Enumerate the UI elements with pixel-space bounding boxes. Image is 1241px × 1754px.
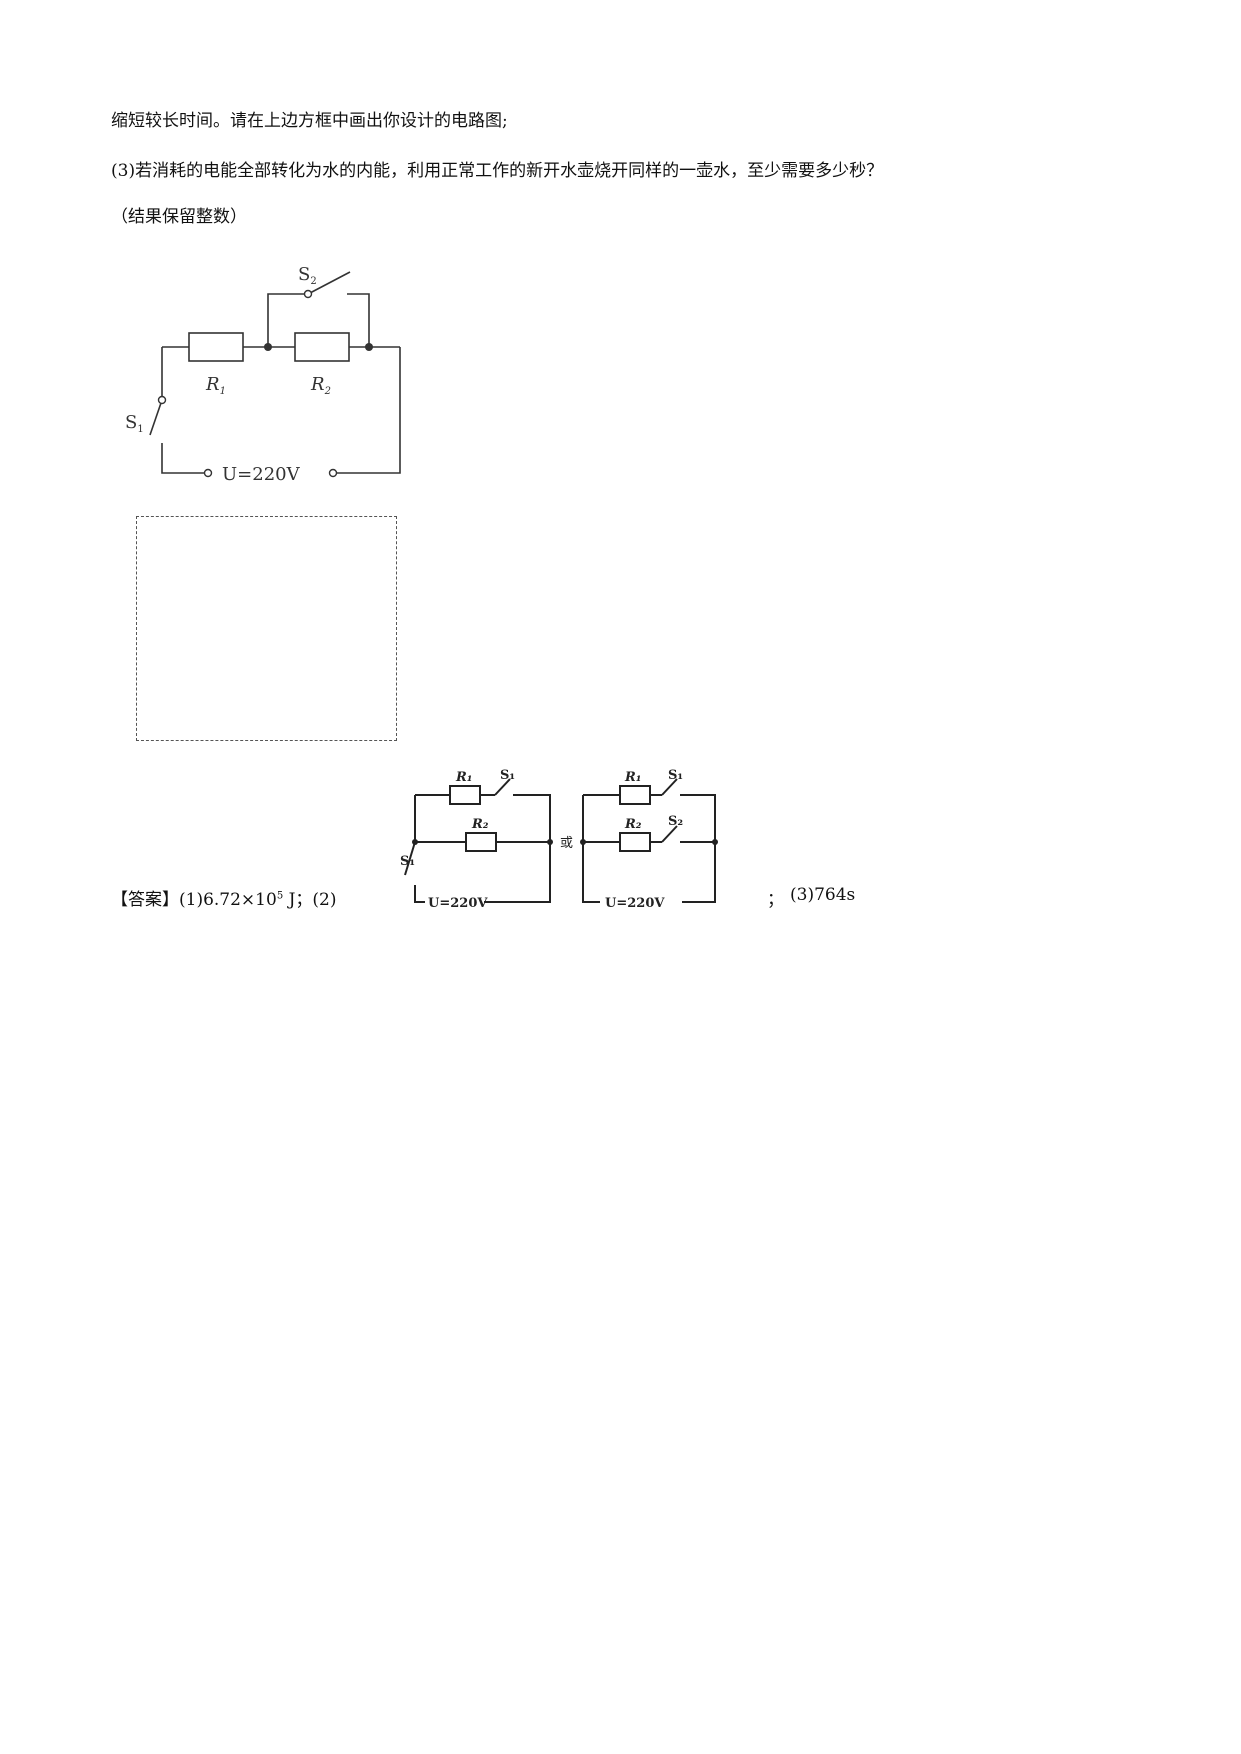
svg-text:或: 或 bbox=[560, 836, 573, 851]
svg-text:S₁: S₁ bbox=[668, 768, 683, 783]
drawing-box[interactable] bbox=[136, 516, 397, 741]
question-line-3: （结果保留整数） bbox=[111, 207, 247, 227]
circuit-diagram: S2 R1 R2 S1 U=220V bbox=[125, 264, 401, 485]
svg-text:R₁: R₁ bbox=[455, 770, 473, 785]
resistor-r2 bbox=[294, 332, 350, 362]
voltage-label: U=220V bbox=[222, 464, 301, 485]
s2-label: S2 bbox=[298, 264, 317, 287]
r1-label: R1 bbox=[205, 374, 226, 397]
svg-text:R₂: R₂ bbox=[624, 817, 642, 832]
resistor-r1 bbox=[188, 332, 244, 362]
question-line-1: 缩短较长时间。请在上边方框中画出你设计的电路图; bbox=[111, 111, 508, 131]
svg-text:S₂: S₂ bbox=[668, 814, 683, 829]
answer-part3: (3)764s bbox=[790, 885, 856, 905]
svg-text:R₁: R₁ bbox=[624, 770, 642, 785]
svg-text:S₁: S₁ bbox=[400, 854, 415, 869]
answer-separator: ； bbox=[767, 890, 784, 910]
answer-text: 【答案】(1)6.72×105 J；(2) bbox=[111, 890, 337, 910]
question-line-2: (3)若消耗的电能全部转化为水的内能，利用正常工作的新开水壶烧开同样的一壶水，至… bbox=[111, 161, 884, 181]
svg-text:U=220V: U=220V bbox=[428, 896, 488, 910]
svg-text:S₁: S₁ bbox=[500, 768, 515, 783]
r2-label: R2 bbox=[310, 374, 331, 397]
svg-text:R₂: R₂ bbox=[471, 817, 489, 832]
svg-text:U=220V: U=220V bbox=[605, 896, 665, 910]
s1-label: S1 bbox=[125, 412, 144, 435]
answer-circuits: R₁ S₁ R₂ S₁ U=220V 或 R₁ S₁ R₂ S₂ U=220V bbox=[400, 768, 718, 910]
